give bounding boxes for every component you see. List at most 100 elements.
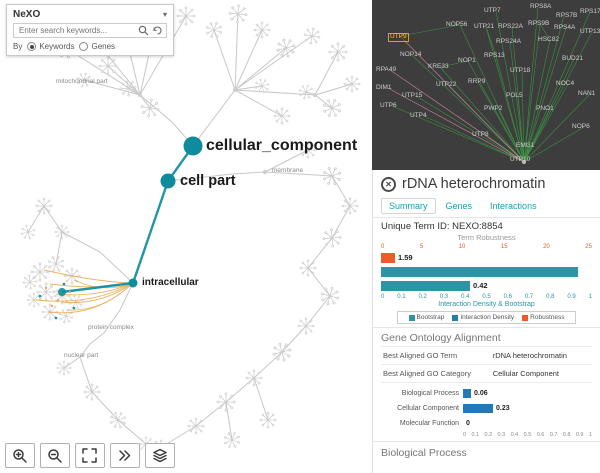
tree-node-circle-cellular-component[interactable]	[183, 136, 203, 156]
fit-to-screen-icon	[82, 447, 97, 463]
tree-node-circle-cell-part[interactable]	[160, 173, 176, 189]
tree-leaf-clusters	[17, 0, 361, 458]
tick: 15	[500, 244, 508, 250]
expand-levels-button[interactable]	[110, 443, 140, 468]
bar-value: 0.06	[474, 390, 488, 397]
gene-node[interactable]: KRE33	[428, 63, 449, 70]
robustness-bottom-axis: 0 0.1 0.2 0.3 0.4 0.5 0.6 0.7 0.8 0.9 1	[381, 294, 592, 300]
keywords-radio[interactable]	[27, 42, 37, 51]
tree-node-label-intracellular[interactable]: intracellular	[142, 277, 199, 288]
unique-term-id: Unique Term ID: NEXO:8854	[381, 221, 592, 232]
tick: 0.3	[439, 294, 449, 300]
gene-node[interactable]: RPS22A	[498, 23, 523, 30]
tick: 0.8	[546, 294, 555, 300]
gene-node[interactable]: NAN1	[578, 90, 596, 97]
gene-node[interactable]: NOP14	[400, 51, 422, 58]
category-label: Biological Process	[401, 390, 459, 397]
gene-node[interactable]: UTP6	[380, 102, 397, 109]
ontology-tree-visualization	[17, 0, 361, 458]
tab-summary[interactable]: Summary	[381, 198, 436, 214]
tick: 0.7	[549, 432, 558, 438]
gene-node[interactable]: UTP10	[510, 156, 531, 163]
tick: 5	[419, 244, 424, 250]
gene-node[interactable]: HSC82	[538, 36, 559, 43]
search-icon[interactable]	[138, 25, 149, 36]
interaction-density-legend-swatch	[452, 314, 459, 321]
gene-node[interactable]: RPS17B	[580, 8, 600, 15]
zoom-out-button[interactable]	[40, 443, 70, 468]
bootstrap-bar	[381, 266, 578, 277]
go-category-label: Best Aligned GO Category	[381, 364, 491, 383]
gene-node[interactable]: DIM1	[376, 84, 392, 91]
gene-node-highlighted[interactable]: UTP9	[388, 33, 409, 42]
tick: 0.6	[536, 432, 545, 438]
gene-node[interactable]: RPS4A	[554, 24, 576, 31]
ontology-tree-pane[interactable]: cellular_component cell part intracellul…	[0, 0, 372, 473]
gene-node[interactable]: RPA49	[376, 66, 397, 73]
close-panel-button[interactable]: ✕	[381, 176, 396, 192]
layers-button[interactable]	[145, 443, 175, 468]
gene-node[interactable]: BUD21	[562, 55, 583, 62]
gene-node[interactable]: UTP4	[410, 112, 427, 119]
tree-node-circle-selected-term[interactable]	[58, 288, 66, 296]
tree-node-label-membrane[interactable]: membrane	[272, 167, 304, 174]
search-input[interactable]	[17, 25, 135, 36]
gene-node[interactable]: UTP22	[436, 81, 457, 88]
term-detail-panel[interactable]: ✕ rDNA heterochromatin Summary Genes Int…	[372, 170, 600, 473]
gene-node[interactable]: EMG1	[516, 142, 535, 149]
gene-node[interactable]: RRP9	[468, 78, 486, 85]
gene-node[interactable]: UTP21	[474, 23, 495, 30]
gene-node[interactable]: NOC4	[556, 80, 575, 87]
table-row: Best Aligned GO Term rDNA heterochromati…	[381, 346, 592, 365]
gene-node[interactable]: UTP18	[510, 67, 531, 74]
gene-node[interactable]: NOP6	[572, 123, 590, 130]
gene-network-panel[interactable]: UTP7 RPS8A RPS7B RPS17B NOP56 UTP21 RPS2…	[372, 0, 600, 170]
highlighted-edges	[35, 269, 134, 314]
tree-node-label-mitochondrial-part[interactable]: mitochondrial part	[56, 78, 108, 85]
robustness-chart: 1.59 0.42	[381, 251, 592, 292]
tab-genes[interactable]: Genes	[437, 198, 481, 214]
gene-node[interactable]: POL5	[506, 92, 523, 99]
search-panel: NeXO ▾ By Keywords G	[6, 4, 174, 56]
table-row: Best Aligned GO Category Cellular Compon…	[381, 364, 592, 383]
fit-to-screen-button[interactable]	[75, 443, 105, 468]
gene-node[interactable]: RPS8A	[530, 3, 552, 10]
gene-node[interactable]: UTP15	[402, 92, 423, 99]
robustness-legend: Bootstrap Interaction Density Robustness	[397, 311, 576, 324]
search-mode-genes[interactable]: Genes	[79, 42, 115, 51]
go-category-chart: Biological Process 0.06 Cellular Compone…	[381, 387, 592, 438]
gene-node[interactable]: PNO1	[536, 105, 554, 112]
robustness-chart-title: Term Robustness	[457, 233, 516, 242]
reset-search-icon[interactable]	[152, 25, 163, 36]
gene-node[interactable]: NOP56	[446, 21, 468, 28]
selected-path	[61, 145, 194, 294]
tab-interactions[interactable]: Interactions	[482, 198, 545, 214]
tree-node-label-nuclear-part[interactable]: nuclear part	[64, 352, 99, 359]
robustness-legend-swatch	[522, 314, 529, 321]
tick: 0.4	[510, 432, 519, 438]
keywords-radio-label: Keywords	[39, 42, 75, 51]
gene-node[interactable]: RPS9B	[528, 20, 550, 27]
gene-node[interactable]: RPS7B	[556, 12, 578, 19]
genes-radio[interactable]	[79, 42, 89, 51]
gene-node[interactable]: PWP2	[484, 105, 503, 112]
tree-node-circle-intracellular[interactable]	[128, 278, 138, 288]
gene-node[interactable]: UTP8	[472, 131, 489, 138]
tick: 0.4	[461, 294, 470, 300]
gene-node[interactable]: NOP1	[458, 57, 476, 64]
go-alignment-heading: Gene Ontology Alignment	[381, 332, 501, 344]
gene-node[interactable]: RPS24A	[496, 38, 521, 45]
panel-collapse-caret-icon[interactable]: ▾	[162, 10, 167, 19]
tick: 0.9	[567, 294, 576, 300]
gene-node[interactable]: UTP13	[580, 28, 600, 35]
tree-node-label-cellular-component[interactable]: cellular_component	[206, 137, 358, 154]
zoom-in-button[interactable]	[5, 443, 35, 468]
search-mode-keywords[interactable]: Keywords	[27, 42, 74, 51]
tree-node-label-cell-part[interactable]: cell part	[180, 173, 236, 189]
robustness-value: 1.59	[398, 253, 413, 262]
category-label: Cellular Component	[397, 405, 459, 412]
biological-process-heading: Biological Process	[381, 447, 467, 459]
gene-node[interactable]: UTP7	[484, 7, 501, 14]
gene-node[interactable]: RPS13	[484, 52, 505, 59]
tree-node-label-protein-complex[interactable]: protein complex	[88, 324, 134, 331]
